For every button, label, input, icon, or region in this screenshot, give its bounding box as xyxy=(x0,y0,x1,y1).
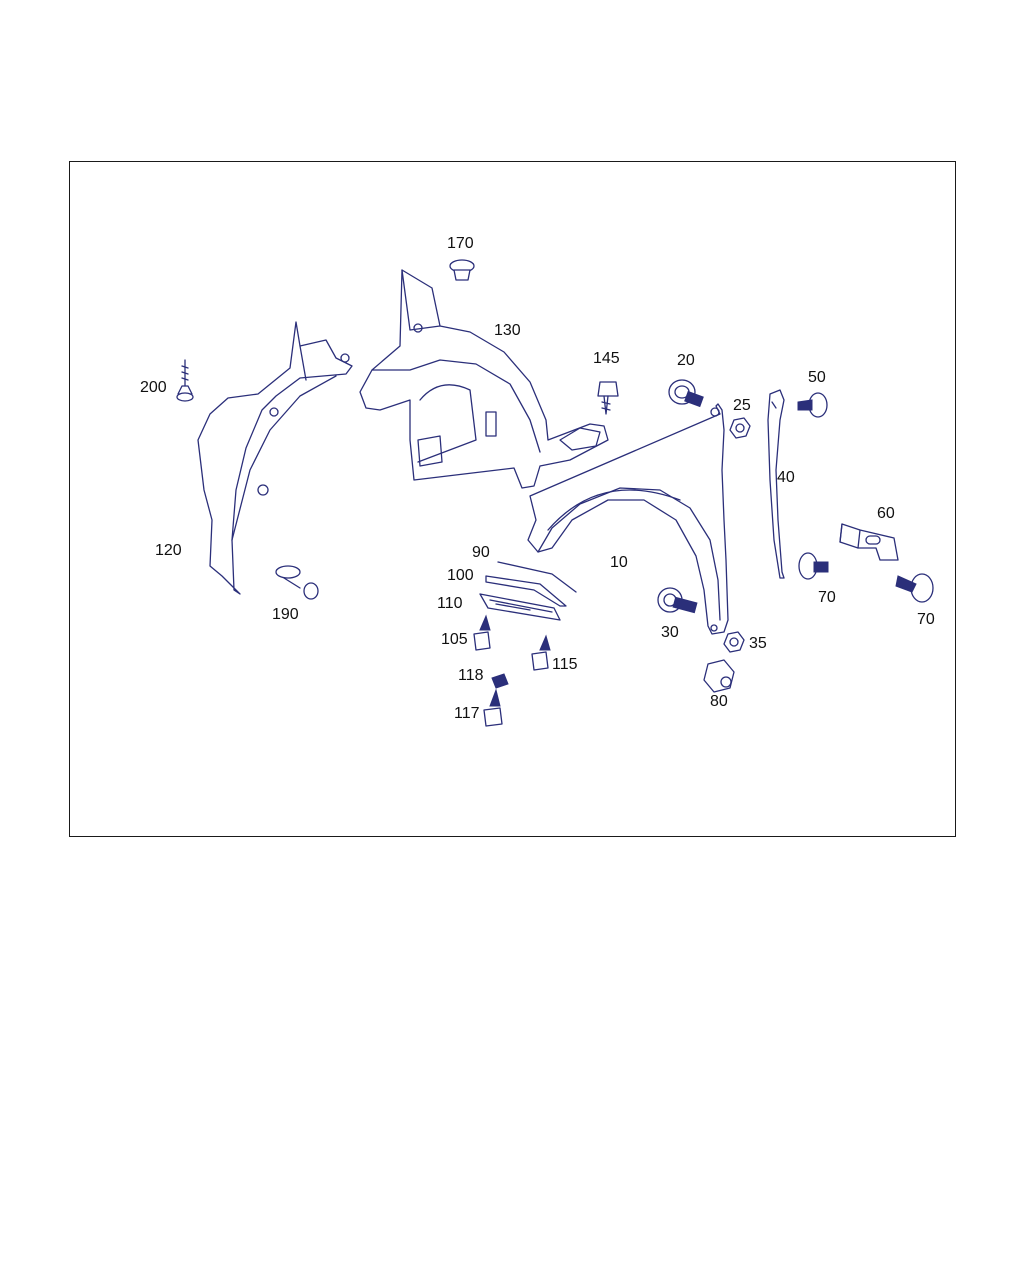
part-60-bracket[interactable] xyxy=(839,523,899,561)
part-145-bolt[interactable] xyxy=(597,381,619,415)
label-170: 170 xyxy=(447,235,474,252)
label-90: 90 xyxy=(472,544,490,561)
part-170-clip[interactable] xyxy=(449,259,475,281)
part-80-nut[interactable] xyxy=(703,659,735,693)
label-100: 100 xyxy=(447,567,474,584)
label-117: 117 xyxy=(454,705,480,722)
label-50: 50 xyxy=(808,369,826,386)
label-118: 118 xyxy=(458,667,484,684)
label-60: 60 xyxy=(877,505,895,522)
part-25-nut[interactable] xyxy=(729,417,751,439)
label-110: 110 xyxy=(437,595,463,612)
part-10-fender[interactable] xyxy=(527,403,729,635)
part-70-screw-b[interactable] xyxy=(895,573,934,603)
label-190: 190 xyxy=(272,606,299,623)
part-120-liner[interactable] xyxy=(197,321,353,595)
label-20: 20 xyxy=(677,352,695,369)
part-117-screw[interactable] xyxy=(483,688,503,727)
part-70-screw-a[interactable] xyxy=(798,552,829,580)
part-35-nut[interactable] xyxy=(723,631,745,653)
part-40-strip[interactable] xyxy=(767,389,785,579)
part-50-screw[interactable] xyxy=(797,392,828,418)
part-100-strip[interactable] xyxy=(485,575,567,607)
label-80: 80 xyxy=(710,693,728,710)
label-70-a: 70 xyxy=(818,589,836,606)
label-200: 200 xyxy=(140,379,167,396)
part-90-strip[interactable] xyxy=(497,561,577,593)
label-30: 30 xyxy=(661,624,679,641)
label-115: 115 xyxy=(552,656,578,673)
part-130-liner[interactable] xyxy=(359,269,609,489)
label-40: 40 xyxy=(777,469,795,486)
label-105: 105 xyxy=(441,631,468,648)
part-118-clip[interactable] xyxy=(491,673,509,689)
label-70-b: 70 xyxy=(917,611,935,628)
label-130: 130 xyxy=(494,322,521,339)
part-20-bolt[interactable] xyxy=(668,379,704,408)
diagram-frame xyxy=(69,161,956,837)
part-105-screw[interactable] xyxy=(473,614,491,651)
part-30-bolt[interactable] xyxy=(657,587,698,614)
label-145: 145 xyxy=(593,350,620,367)
label-25: 25 xyxy=(733,397,751,414)
part-200-screw[interactable] xyxy=(176,359,194,402)
label-120: 120 xyxy=(155,542,182,559)
part-115-screw[interactable] xyxy=(531,634,551,671)
part-110-bracket[interactable] xyxy=(479,593,561,621)
label-35: 35 xyxy=(749,635,767,652)
label-10: 10 xyxy=(610,554,628,571)
part-190-rivet[interactable] xyxy=(275,565,319,600)
